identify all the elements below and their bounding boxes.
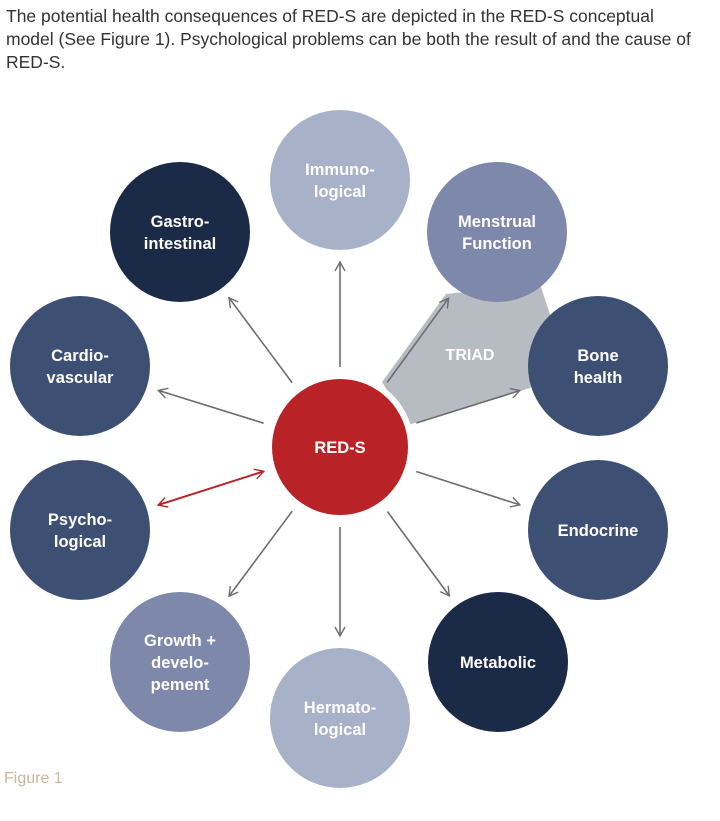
figure-caption: Figure 1 <box>4 770 63 787</box>
node-label-bone-health: Bone <box>577 347 618 365</box>
arrow-to-gastrointestinal <box>228 296 293 384</box>
center-circle-red-s <box>272 379 408 515</box>
node-label-gastrointestinal: Gastro- <box>151 213 210 231</box>
node-label-cardiovascular: vascular <box>47 369 115 387</box>
arrow-to-psychological <box>156 468 266 508</box>
node-cardiovascular: Cardio-vascular <box>10 296 150 436</box>
arrow-to-growth-development <box>228 510 293 598</box>
node-bone-health: Bone health <box>528 296 668 436</box>
node-label-bone-health: health <box>574 369 623 387</box>
node-label-hermatological: logical <box>314 721 366 739</box>
node-label-psychological: Psycho- <box>48 511 112 529</box>
node-metabolic: Metabolic <box>428 592 568 732</box>
node-circle-growth-development <box>110 592 250 732</box>
node-label-metabolic: Metabolic <box>460 654 536 672</box>
node-label-hermatological: Hermato- <box>304 699 376 717</box>
arrow-to-cardiovascular <box>156 387 264 424</box>
node-label-growth-development: develo- <box>151 654 209 672</box>
node-circle-hermatological <box>270 648 410 788</box>
node-circle-endocrine <box>528 460 668 600</box>
node-circle-psychological <box>10 460 150 600</box>
node-hermatological: Hermato-logical <box>270 648 410 788</box>
arrow-to-menstrual-function <box>386 297 450 383</box>
node-gastrointestinal: Gastro-intestinal <box>110 162 250 302</box>
node-label-gastrointestinal: intestinal <box>144 235 216 253</box>
node-endocrine: Endocrine <box>528 460 668 600</box>
node-circle-metabolic <box>428 592 568 732</box>
node-circle-immunological <box>270 110 410 250</box>
center-label: RED-S <box>314 439 365 457</box>
node-label-growth-development: pement <box>151 676 210 694</box>
arrow-to-bone-health <box>416 387 522 424</box>
triad-label: TRIAD <box>446 347 495 364</box>
node-label-growth-development: Growth + <box>144 632 216 650</box>
arrow-to-endocrine <box>415 470 522 508</box>
node-label-immunological: logical <box>314 183 366 201</box>
node-circle-bone-health <box>528 296 668 436</box>
node-immunological: Immuno-logical <box>270 110 410 250</box>
intro-paragraph: The potential health consequences of RED… <box>6 6 691 72</box>
node-label-endocrine: Endocrine <box>558 522 639 540</box>
arrow-to-metabolic <box>386 511 451 598</box>
node-circle-menstrual-function <box>427 162 567 302</box>
node-label-psychological: logical <box>54 533 106 551</box>
node-growth-development: Growth + develo-pement <box>110 592 250 732</box>
node-circle-cardiovascular <box>10 296 150 436</box>
node-label-menstrual-function: Function <box>462 235 532 253</box>
node-label-menstrual-function: Menstrual <box>458 213 536 231</box>
node-label-cardiovascular: Cardio- <box>51 347 109 365</box>
node-circle-gastrointestinal <box>110 162 250 302</box>
node-psychological: Psycho-logical <box>10 460 150 600</box>
node-label-immunological: Immuno- <box>305 161 375 179</box>
